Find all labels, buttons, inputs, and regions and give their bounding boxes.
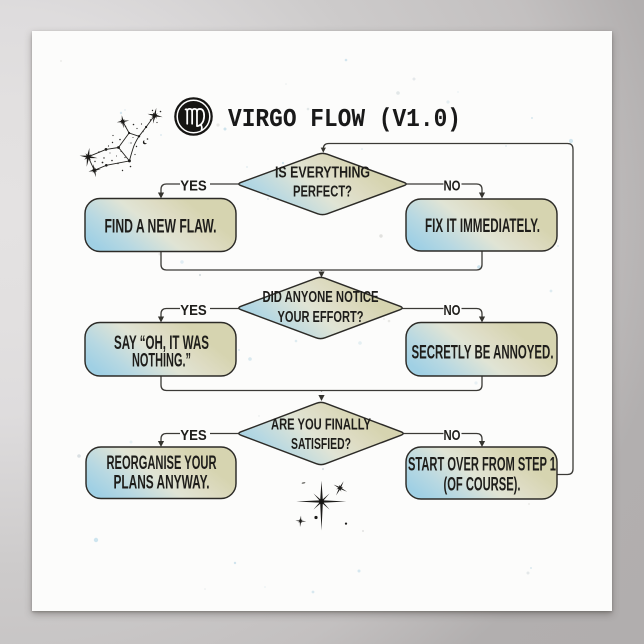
svg-text:YES: YES bbox=[180, 427, 207, 444]
svg-text:NO: NO bbox=[444, 177, 461, 194]
svg-text:FIND A NEW FLAW.: FIND A NEW FLAW. bbox=[105, 217, 217, 238]
svg-text:(OF COURSE).: (OF COURSE). bbox=[444, 475, 521, 496]
svg-text:NOTHING.”: NOTHING.” bbox=[132, 351, 191, 372]
svg-text:SAY “OH, IT WAS: SAY “OH, IT WAS bbox=[114, 333, 209, 354]
svg-text:DID ANYONE NOTICE: DID ANYONE NOTICE bbox=[263, 289, 379, 306]
svg-text:NO: NO bbox=[444, 427, 461, 444]
svg-text:ARE YOU FINALLY: ARE YOU FINALLY bbox=[271, 417, 371, 434]
svg-text:PERFECT?: PERFECT? bbox=[293, 184, 352, 201]
svg-text:START OVER FROM STEP 1: START OVER FROM STEP 1 bbox=[408, 455, 556, 476]
svg-text:VIRGO FLOW (V1.0): VIRGO FLOW (V1.0) bbox=[228, 104, 461, 134]
svg-text:YES: YES bbox=[180, 302, 207, 319]
svg-text:IS EVERYTHING: IS EVERYTHING bbox=[275, 165, 370, 182]
svg-text:YES: YES bbox=[180, 177, 207, 194]
svg-text:NO: NO bbox=[444, 302, 461, 319]
svg-text:SATISFIED?: SATISFIED? bbox=[291, 436, 351, 453]
svg-text:SECRETLY BE ANNOYED.: SECRETLY BE ANNOYED. bbox=[412, 343, 554, 364]
svg-text:FIX IT IMMEDIATELY.: FIX IT IMMEDIATELY. bbox=[425, 216, 540, 237]
svg-text:REORGANISE YOUR: REORGANISE YOUR bbox=[107, 453, 217, 474]
svg-text:YOUR EFFORT?: YOUR EFFORT? bbox=[278, 309, 364, 326]
svg-text:PLANS ANYWAY.: PLANS ANYWAY. bbox=[114, 473, 210, 494]
